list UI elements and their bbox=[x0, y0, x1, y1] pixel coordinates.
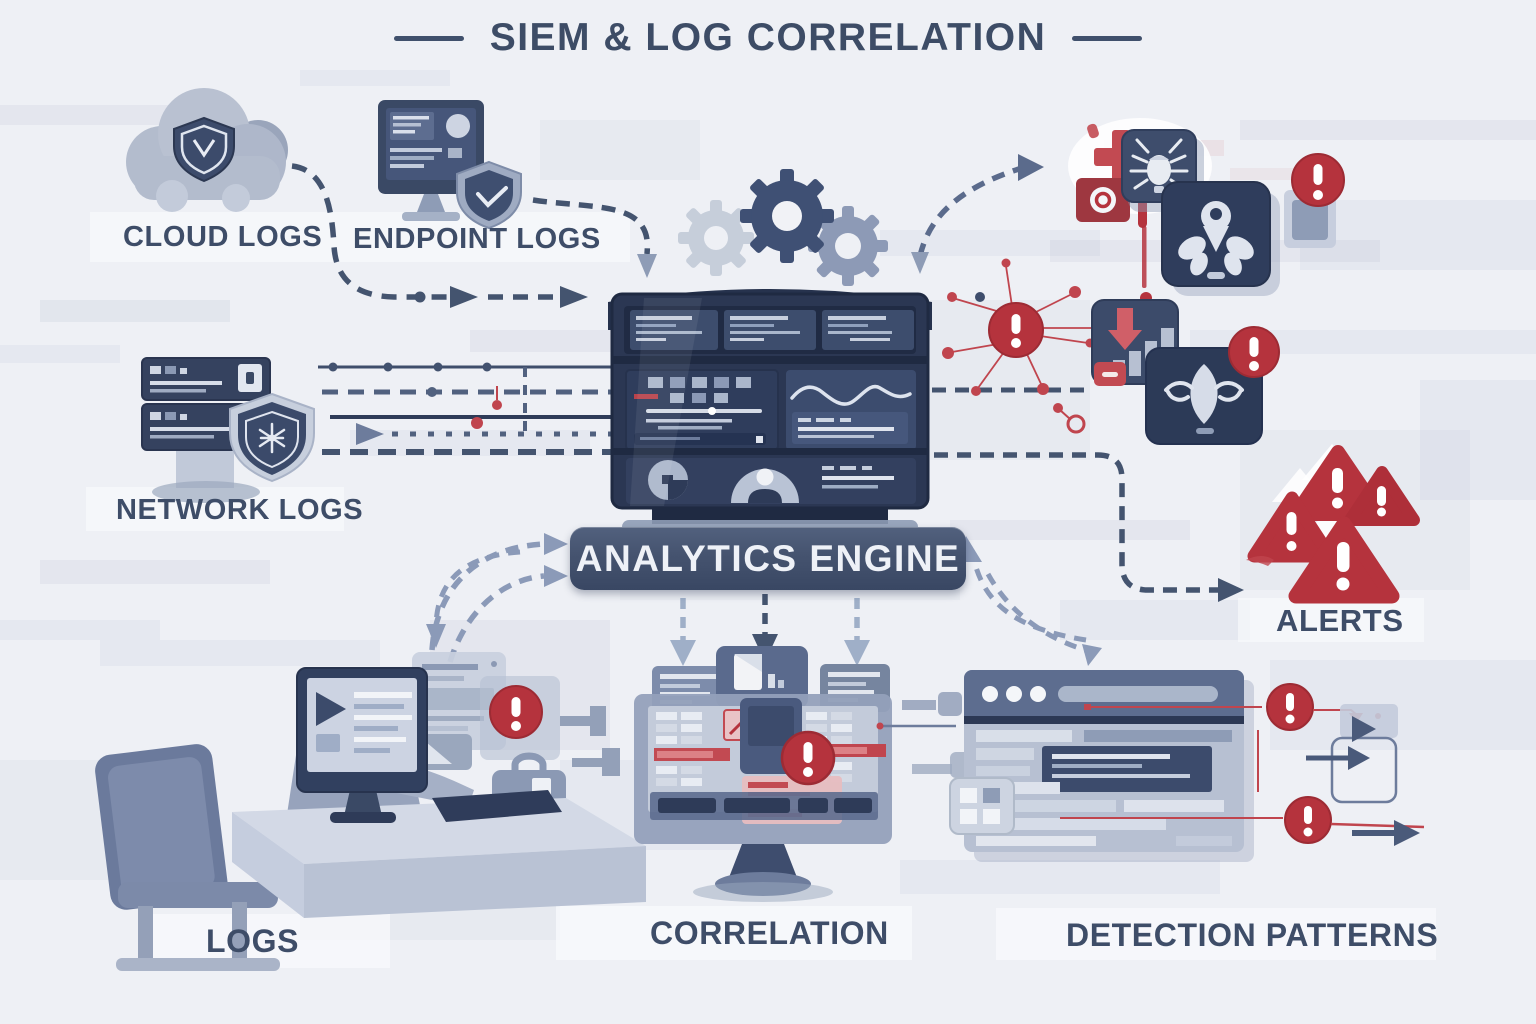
flow-arrows bbox=[291, 154, 1244, 666]
grid-tile-icon bbox=[949, 777, 1015, 835]
endpoint-logs-label: ENDPOINT LOGS bbox=[353, 223, 601, 255]
analytics-engine-label: ANALYTICS ENGINE bbox=[575, 537, 961, 579]
cloud-shield-icon bbox=[126, 88, 288, 212]
incident-icons bbox=[1068, 118, 1345, 445]
title-rule-left bbox=[393, 35, 464, 41]
page-title: SIEM & LOG CORRELATION bbox=[489, 16, 1047, 59]
server-shield-icon bbox=[141, 357, 315, 503]
log-browser-icon bbox=[949, 670, 1425, 862]
analyst-workstation-icon bbox=[95, 652, 646, 971]
logs-label: LOGS bbox=[206, 923, 300, 959]
threat-actor-pin-icon bbox=[1161, 181, 1280, 296]
cloud-logs-label: CLOUD LOGS bbox=[123, 221, 323, 253]
monitor-shield-icon bbox=[378, 100, 522, 230]
title-rule-right bbox=[1072, 35, 1143, 41]
document-alert-icon bbox=[1284, 153, 1345, 248]
warning-triangles-icon bbox=[1246, 444, 1420, 604]
camera-alert-icon bbox=[1076, 178, 1130, 222]
malware-leaf-icon bbox=[1145, 347, 1263, 445]
alerts-label: ALERTS bbox=[1276, 603, 1404, 638]
analytics-engine-console bbox=[598, 289, 942, 550]
correlation-label: CORRELATION bbox=[650, 915, 889, 951]
correlation-monitor-icon bbox=[634, 646, 976, 902]
network-logs-label: NETWORK LOGS bbox=[116, 494, 364, 526]
analytics-engine-banner: ANALYTICS ENGINE bbox=[570, 527, 966, 590]
network-stream-lines bbox=[318, 362, 1088, 455]
gears-icon bbox=[678, 169, 888, 286]
threat-scatter-icon bbox=[942, 258, 1150, 434]
label-strips bbox=[86, 212, 1436, 968]
detection-patterns-label: DETECTION PATTERNS bbox=[1066, 917, 1439, 953]
page-title-row: SIEM & LOG CORRELATION bbox=[0, 16, 1536, 60]
